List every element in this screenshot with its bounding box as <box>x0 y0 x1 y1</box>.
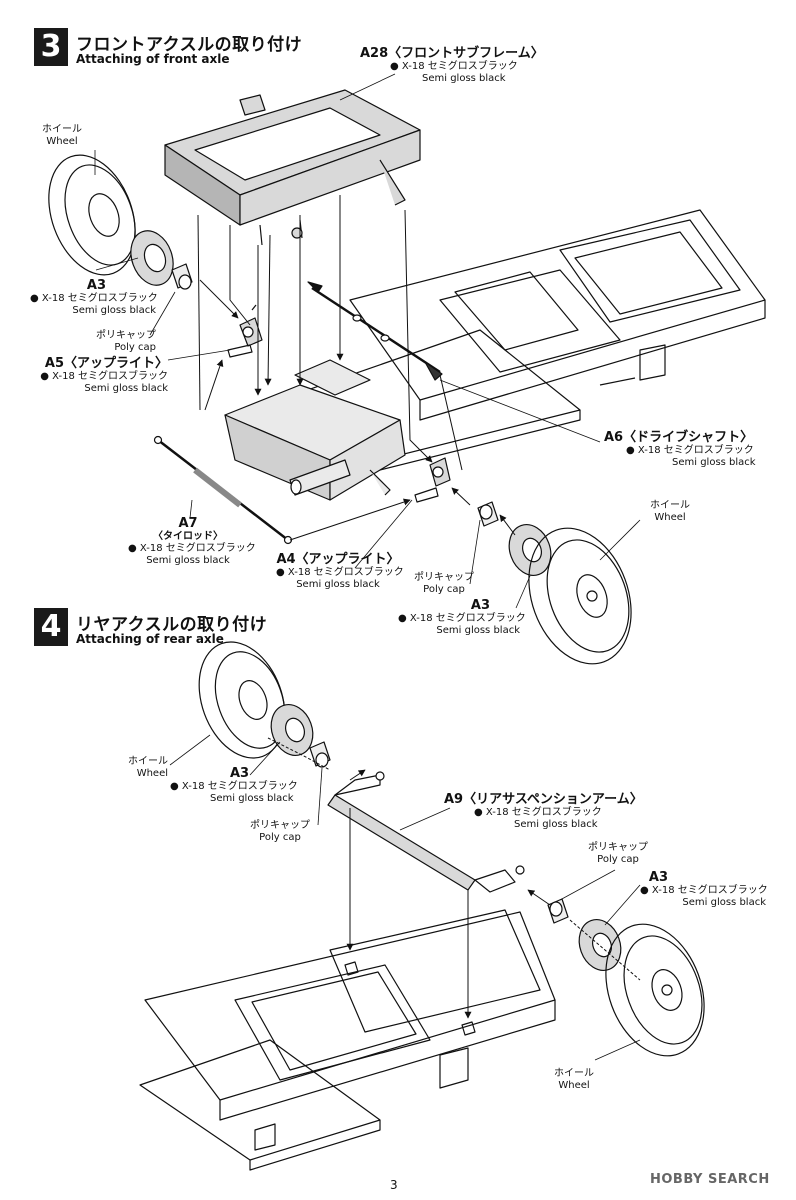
rear-left-polycap <box>309 741 331 768</box>
drive-shaft-a6 <box>307 281 443 381</box>
front-right-hub-a3 <box>508 524 552 576</box>
gearbox-block <box>224 359 406 501</box>
tie-rod-a7 <box>153 435 293 545</box>
page-number: 3 <box>390 1178 398 1192</box>
paint-a28-en: Semi gloss black <box>422 73 506 84</box>
step-4-title-en: Attaching of rear axle <box>76 632 224 646</box>
rear-right-hub-a3 <box>578 919 622 971</box>
paint-a28-jp: ● X-18 セミグロスブラック <box>390 61 518 72</box>
front-right-wheel <box>528 527 632 665</box>
label-a28: A28〈フロントサブフレーム〉 ● X-18 セミグロスブラック Semi gl… <box>360 46 544 84</box>
step-4-title-jp: リヤアクスルの取り付け <box>76 615 268 635</box>
step-3-title-en: Attaching of front axle <box>76 52 230 66</box>
label-leader-lines <box>94 73 641 1061</box>
watermark: HOBBY SEARCH <box>650 1172 770 1187</box>
rear-right-polycap <box>547 898 569 924</box>
rear-right-wheel <box>605 923 705 1057</box>
rear-left-wheel <box>198 641 286 759</box>
step4-arrows <box>267 737 641 1019</box>
rear-chassis-frame <box>139 909 556 1171</box>
front-left-hub-a3 <box>130 230 174 286</box>
step-4-number: 4 <box>34 608 68 646</box>
step-3-number: 3 <box>34 28 68 66</box>
front-left-polycap <box>171 263 193 290</box>
front-right-polycap <box>477 501 499 527</box>
front-subframe-a28 <box>164 89 421 246</box>
label-a6: A6〈ドライブシャフト〉 ● X-18 セミグロスブラック Semi gloss… <box>604 430 756 468</box>
label-a9: A9〈リアサスペンションアーム〉 ● X-18 セミグロスブラック Semi g… <box>444 792 643 830</box>
step3-arrows <box>197 195 516 541</box>
upright-a4 <box>414 457 451 503</box>
rear-arm-a9 <box>327 771 525 893</box>
rear-left-hub-a3 <box>270 704 314 756</box>
label-rear-left-a3: A3 ● X-18 セミグロスブラック Semi gloss black <box>170 766 298 804</box>
step-3-title-jp: フロントアクスルの取り付け <box>76 35 303 55</box>
upright-a5 <box>227 304 263 358</box>
